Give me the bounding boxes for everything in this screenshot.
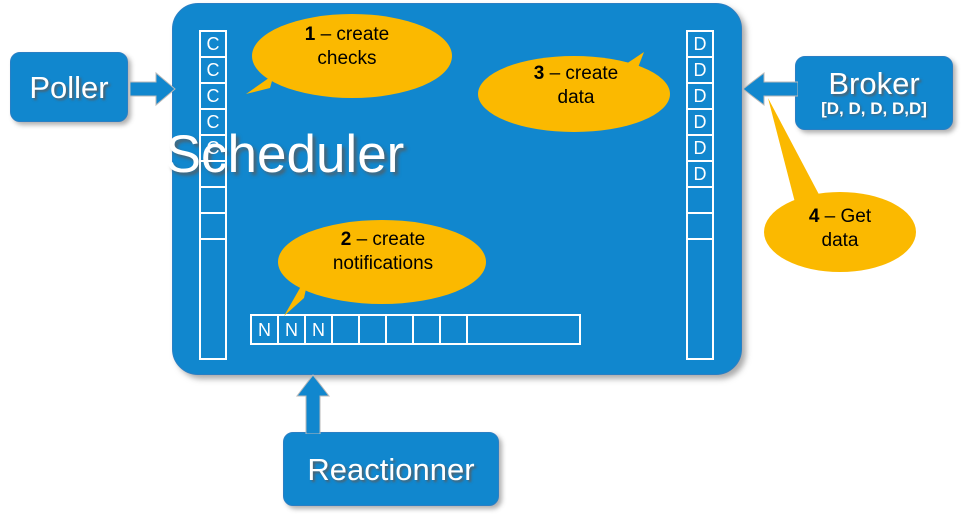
callout-2-bubble bbox=[278, 220, 486, 316]
notification-cell bbox=[331, 314, 360, 345]
notification-cell-tail bbox=[466, 314, 581, 345]
notification-cell bbox=[412, 314, 441, 345]
checks-cell: C bbox=[199, 30, 227, 58]
data-cell: D bbox=[686, 160, 714, 188]
checks-cell: C bbox=[199, 82, 227, 110]
reactionner-label: Reactionner bbox=[307, 451, 475, 487]
notification-cell bbox=[385, 314, 414, 345]
notifications-queue: N N N bbox=[250, 314, 581, 345]
checks-cell: C bbox=[199, 108, 227, 136]
data-cell bbox=[686, 212, 714, 240]
reactionner-node[interactable]: Reactionner bbox=[283, 432, 499, 506]
broker-payload: [D, D, D, D,D] bbox=[821, 98, 927, 118]
callout-4-bubble bbox=[764, 98, 916, 272]
checks-cell: C bbox=[199, 56, 227, 84]
notification-cell bbox=[439, 314, 468, 345]
data-cell bbox=[686, 186, 714, 214]
checks-cell-tail bbox=[199, 238, 227, 360]
broker-to-scheduler-arrow-icon bbox=[742, 71, 798, 107]
checks-cell bbox=[199, 212, 227, 240]
broker-label: Broker bbox=[828, 65, 920, 101]
notification-cell: N bbox=[250, 314, 279, 345]
data-cell: D bbox=[686, 56, 714, 84]
checks-queue: C C C C C bbox=[199, 30, 227, 360]
notification-cell bbox=[358, 314, 387, 345]
data-cell: D bbox=[686, 134, 714, 162]
notification-cell: N bbox=[304, 314, 333, 345]
poller-node[interactable]: Poller bbox=[10, 52, 128, 122]
data-cell: D bbox=[686, 108, 714, 136]
reactionner-to-scheduler-arrow-icon bbox=[295, 374, 331, 434]
data-cell: D bbox=[686, 30, 714, 58]
scheduler-title: Scheduler bbox=[165, 125, 405, 184]
checks-cell bbox=[199, 186, 227, 214]
callout-1-bubble bbox=[246, 14, 452, 98]
notification-cell: N bbox=[277, 314, 306, 345]
data-queue: D D D D D D bbox=[686, 30, 714, 360]
checks-cell bbox=[199, 160, 227, 188]
callout-3-bubble bbox=[478, 52, 670, 132]
data-cell: D bbox=[686, 82, 714, 110]
data-cell-tail bbox=[686, 238, 714, 360]
poller-label: Poller bbox=[29, 69, 109, 105]
poller-to-scheduler-arrow-icon bbox=[130, 71, 176, 107]
checks-cell: C bbox=[199, 134, 227, 162]
broker-node[interactable]: Broker [D, D, D, D,D] bbox=[795, 56, 953, 130]
